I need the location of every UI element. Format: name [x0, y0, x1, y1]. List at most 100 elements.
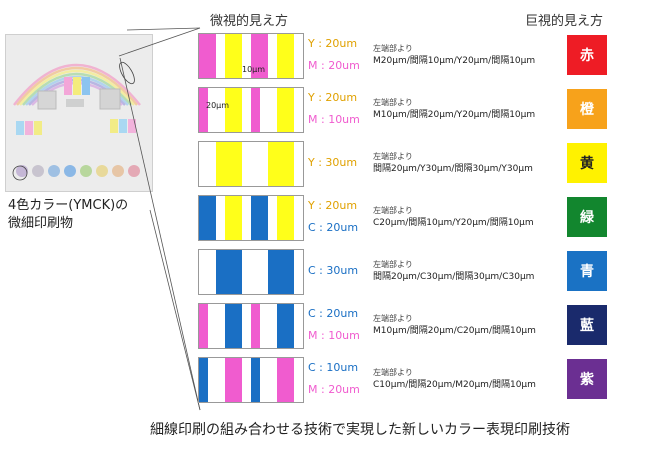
sample-caption: 4色カラー(YMCK)の 微細印刷物 [8, 197, 128, 233]
stripe-gap [216, 34, 225, 78]
description-line1: 左端部より [373, 206, 413, 215]
stripe-gap [268, 196, 277, 240]
stripe-gap [294, 142, 303, 186]
stripe-gap [242, 358, 251, 402]
print-sample-photo [5, 34, 153, 192]
stripe-description: 左端部より M20μm/間隔10μm/Y20μm/間隔10μm [373, 43, 535, 67]
stripe-gap [259, 88, 277, 132]
ink-width-label: M : 20um [308, 59, 360, 72]
stripe-Y [277, 34, 295, 78]
stripe-M [251, 88, 260, 132]
stripe-C [216, 250, 243, 294]
stripe-Y [225, 34, 243, 78]
stripe-Y [216, 142, 243, 186]
stripe-description: 左端部より M10μm/間隔20μm/C20μm/間隔10μm [373, 313, 536, 337]
description-line2: 間隔20μm/Y30μm/間隔30μm/Y30μm [373, 164, 533, 174]
stripe-M [277, 358, 295, 402]
macro-color-swatch: 緑 [567, 197, 607, 237]
stripe-M [251, 304, 260, 348]
stripe-description: 左端部より C20μm/間隔10μm/Y20μm/間隔10μm [373, 205, 534, 229]
ink-width-label: C : 20um [308, 307, 359, 320]
ink-width-label: Y : 20um [308, 199, 358, 212]
stripe-gap [294, 304, 303, 348]
macro-color-swatch: 赤 [567, 35, 607, 75]
stripe-gap [294, 88, 303, 132]
description-line2: M10μm/間隔20μm/Y20μm/間隔10μm [373, 110, 536, 120]
description-line1: 左端部より [373, 260, 413, 269]
micro-stripe-pattern [198, 195, 304, 241]
stripe-gap [294, 34, 303, 78]
stripe-gap [242, 88, 251, 132]
macro-color-swatch: 藍 [567, 305, 607, 345]
ink-width-label: Y : 20um [308, 37, 358, 50]
description-line1: 左端部より [373, 44, 413, 53]
ink-width-label: M : 20um [308, 383, 360, 396]
ink-width-label: Y : 30um [308, 156, 358, 169]
stripe-Y [268, 142, 295, 186]
description-line2: C10μm/間隔20μm/M20μm/間隔10μm [373, 380, 536, 390]
sample-caption-line2: 微細印刷物 [8, 216, 74, 231]
micro-stripe-pattern [198, 357, 304, 403]
ink-width-label: M : 10um [308, 329, 360, 342]
ink-width-label: C : 20um [308, 221, 359, 234]
description-line1: 左端部より [373, 314, 413, 323]
ink-width-label: C : 30um [308, 264, 359, 277]
micro-stripe-pattern [198, 141, 304, 187]
stripe-gap [199, 142, 217, 186]
stripe-gap [242, 142, 269, 186]
macro-color-swatch: 橙 [567, 89, 607, 129]
stripe-Y [225, 88, 243, 132]
stripe-gap [207, 304, 225, 348]
stripe-Y [277, 88, 295, 132]
stripe-C [199, 196, 217, 240]
ink-width-label: C : 10um [308, 361, 359, 374]
description-line1: 左端部より [373, 152, 413, 161]
stripe-gap [242, 34, 251, 78]
stripe-description: 左端部より間隔20μm/Y30μm/間隔30μm/Y30μm [373, 151, 533, 175]
stripe-M [251, 34, 269, 78]
stripe-gap [207, 88, 225, 132]
stripe-gap [207, 358, 225, 402]
micro-stripe-pattern [198, 87, 304, 133]
description-line2: 間隔20μm/C30μm/間隔30μm/C30μm [373, 272, 535, 282]
micro-stripe-pattern [198, 33, 304, 79]
ink-width-label: Y : 20um [308, 91, 358, 104]
stripe-gap [216, 196, 225, 240]
stripe-M [225, 358, 243, 402]
stripe-gap [294, 196, 303, 240]
description-line2: M10μm/間隔20μm/C20μm/間隔10μm [373, 326, 536, 336]
micro-view-heading: 微視的見え方 [210, 14, 289, 29]
description-line2: M20μm/間隔10μm/Y20μm/間隔10μm [373, 56, 536, 66]
dimension-label: 20μm [206, 101, 230, 110]
macro-color-swatch: 青 [567, 251, 607, 291]
stripe-gap [259, 358, 277, 402]
stripe-C [268, 250, 295, 294]
description-line1: 左端部より [373, 98, 413, 107]
stripe-Y [277, 196, 295, 240]
macro-view-heading: 巨視的見え方 [525, 14, 604, 29]
ink-width-label: M : 10um [308, 113, 360, 126]
stripe-gap [294, 250, 303, 294]
stripe-gap [242, 304, 251, 348]
stripe-gap [199, 250, 217, 294]
stripe-C [199, 358, 208, 402]
stripe-C [251, 196, 269, 240]
stripe-C [225, 304, 243, 348]
footer-caption: 細線印刷の組み合わせる技術で実現した新しいカラー表現印刷技術 [150, 422, 570, 438]
stripe-gap [242, 196, 251, 240]
stripe-C [277, 304, 295, 348]
stripe-C [251, 358, 260, 402]
stripe-description: 左端部より間隔20μm/C30μm/間隔30μm/C30μm [373, 259, 534, 283]
stripe-gap [242, 250, 269, 294]
micro-stripe-pattern [198, 303, 304, 349]
stripe-description: 左端部より M10μm/間隔20μm/Y20μm/間隔10μm [373, 97, 535, 121]
dimension-label: 10μm [242, 65, 266, 74]
stripe-M [199, 88, 208, 132]
stripe-M [199, 304, 208, 348]
stripe-gap [268, 34, 277, 78]
macro-color-swatch: 紫 [567, 359, 607, 399]
description-line2: C20μm/間隔10μm/Y20μm/間隔10μm [373, 218, 534, 228]
stripe-gap [259, 304, 277, 348]
